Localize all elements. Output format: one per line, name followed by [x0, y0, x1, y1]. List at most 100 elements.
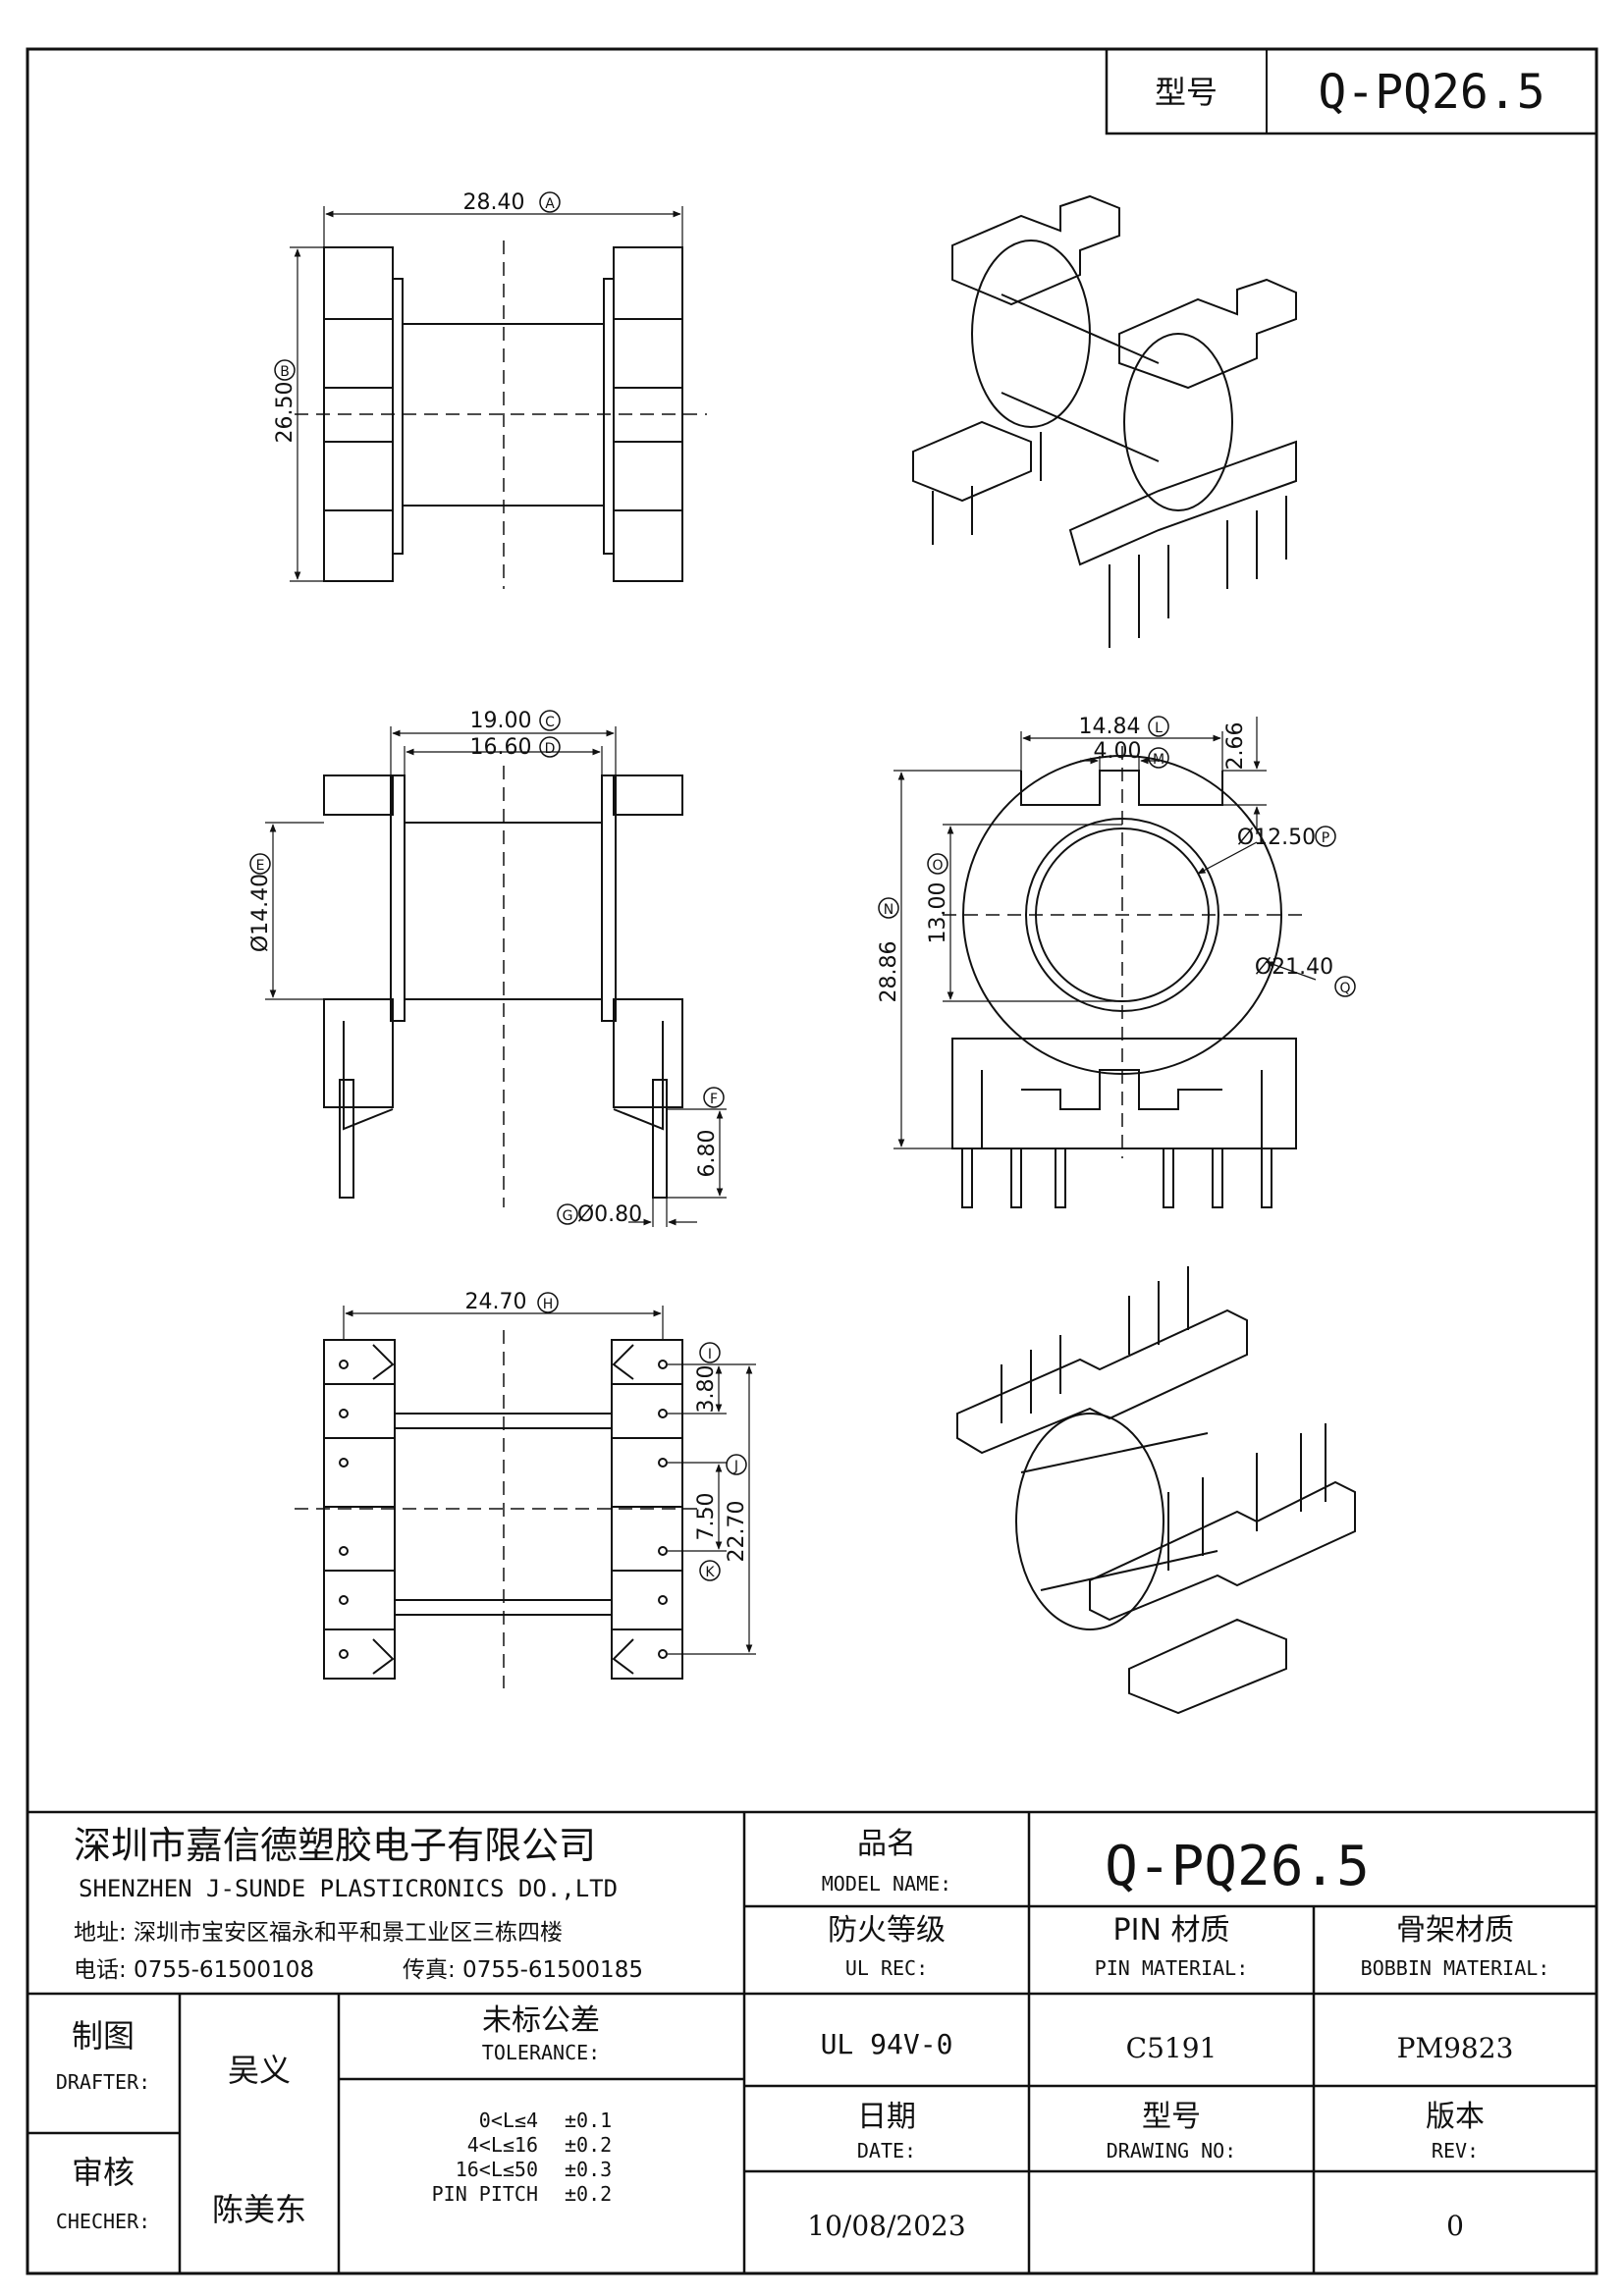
ul-value: UL 94V-0: [821, 2028, 953, 2060]
dim-bottom-width: 24.70: [465, 1290, 527, 1314]
svg-text:O: O: [932, 858, 943, 874]
svg-text:I: I: [708, 1347, 712, 1362]
tag-g: G: [557, 1203, 578, 1225]
company-name-en: SHENZHEN J-SUNDE PLASTICRONICS DO.,LTD: [79, 1875, 618, 1902]
model-name-value: Q-PQ26.5: [1105, 1835, 1370, 1898]
date-label-cn: 日期: [857, 2100, 916, 2134]
dim-side-outer: 19.00: [470, 709, 532, 733]
tolerance-range: 16<L≤50: [456, 2158, 538, 2181]
dim-front-tab-height: 2.66: [1223, 722, 1248, 771]
fire-rating-label-en: UL REC:: [845, 1956, 928, 1980]
tag-p: P: [1315, 826, 1336, 847]
tolerance-value: ±0.3: [565, 2158, 612, 2181]
model-name-label-en: MODEL NAME:: [822, 1872, 951, 1896]
tag-f: F: [703, 1087, 725, 1108]
dim-top-width: 28.40: [463, 190, 525, 215]
tolerance-table: 0<L≤4 ±0.1 4<L≤16 ±0.2 16<L≤50 ±0.3 PIN …: [432, 2109, 613, 2206]
dim-front-inner-dia: Ø12.50: [1237, 826, 1316, 850]
drafter-label-en: DRAFTER:: [56, 2070, 150, 2094]
tag-c: C: [539, 710, 561, 731]
header-model-box: 型号 Q-PQ26.5: [1105, 47, 1598, 135]
svg-text:P: P: [1322, 830, 1329, 846]
svg-text:D: D: [545, 741, 556, 757]
tolerance-value: ±0.2: [565, 2182, 612, 2206]
dim-pin-span: 22.70: [725, 1501, 749, 1563]
svg-text:F: F: [710, 1092, 718, 1107]
dim-front-tab: 4.00: [1094, 739, 1142, 764]
side-view: [265, 726, 727, 1227]
revision-value: 0: [1446, 2210, 1464, 2242]
svg-text:A: A: [545, 196, 555, 212]
dim-pin-diameter: Ø0.80: [577, 1202, 642, 1227]
dim-front-outer-dia: Ø21.40: [1255, 955, 1333, 980]
model-name-label-cn: 品名: [857, 1827, 916, 1861]
pin-material-value: C5191: [1126, 2032, 1218, 2064]
header-model-value: Q-PQ26.5: [1318, 65, 1544, 120]
drawing-no-label-en: DRAWING NO:: [1107, 2139, 1236, 2163]
tag-j: J: [726, 1454, 747, 1475]
front-view: [893, 717, 1317, 1208]
drafter-name: 吴义: [228, 2052, 291, 2089]
tag-b: B: [274, 359, 296, 381]
svg-text:K: K: [705, 1565, 715, 1580]
company-phone: 电话: 0755-61500108: [74, 1957, 314, 1983]
dim-front-top: 14.84: [1079, 715, 1141, 739]
tag-m: M: [1148, 747, 1169, 769]
dim-front-height: 28.86: [877, 941, 901, 1003]
pin-material-label-cn: PIN 材质: [1113, 1913, 1230, 1948]
svg-text:B: B: [280, 364, 290, 380]
title-block: [27, 1810, 1597, 2273]
bobbin-material-value: PM9823: [1397, 2032, 1514, 2064]
dim-front-core: 13.00: [926, 882, 950, 944]
svg-text:L: L: [1155, 721, 1163, 736]
company-address: 地址: 深圳市宝安区福永和平和景工业区三栋四楼: [74, 1920, 563, 1946]
header-model-label: 型号: [1155, 74, 1218, 111]
tolerance-label-en: TOLERANCE:: [482, 2041, 600, 2064]
tolerance-value: ±0.2: [565, 2133, 612, 2157]
tag-h: H: [537, 1292, 559, 1313]
svg-text:H: H: [543, 1297, 554, 1312]
svg-text:C: C: [545, 715, 555, 730]
svg-text:N: N: [884, 902, 893, 918]
dim-side-dia: Ø14.40: [248, 874, 273, 952]
company-name-cn: 深圳市嘉信德塑胶电子有限公司: [74, 1824, 596, 1867]
drawing-no-label-cn: 型号: [1142, 2100, 1201, 2134]
revision-label-cn: 版本: [1426, 2100, 1485, 2134]
date-value: 10/08/2023: [807, 2210, 965, 2242]
svg-text:Q: Q: [1339, 981, 1350, 996]
checker-label-en: CHECHER:: [56, 2210, 150, 2233]
dim-top-height: 26.50: [273, 382, 298, 444]
isometric-view-bottom: [956, 1266, 1356, 1715]
tolerance-range: 4<L≤16: [467, 2133, 538, 2157]
tag-e: E: [249, 853, 271, 875]
tag-q: Q: [1334, 976, 1356, 997]
bobbin-material-label-en: BOBBIN MATERIAL:: [1361, 1956, 1550, 1980]
tag-l: L: [1148, 716, 1169, 737]
tag-a: A: [539, 191, 561, 213]
top-view: [290, 206, 707, 589]
tag-d: D: [539, 736, 561, 758]
pin-material-label-en: PIN MATERIAL:: [1095, 1956, 1249, 1980]
tag-o: O: [927, 853, 948, 875]
checker-name: 陈美东: [212, 2191, 306, 2228]
svg-text:J: J: [733, 1459, 738, 1474]
company-fax: 传真: 0755-61500185: [403, 1957, 643, 1983]
date-label-en: DATE:: [857, 2139, 916, 2163]
svg-text:M: M: [1153, 752, 1164, 768]
dim-pin-length: 6.80: [695, 1130, 720, 1178]
drafter-label-cn: 制图: [72, 2017, 135, 2055]
tolerance-label-cn: 未标公差: [482, 2003, 600, 2038]
tag-k: K: [699, 1560, 721, 1581]
tag-i: I: [699, 1342, 721, 1363]
dim-pin-pitch-b: 7.50: [694, 1493, 719, 1541]
dim-pin-pitch-a: 3.80: [694, 1365, 719, 1414]
svg-text:E: E: [256, 858, 265, 874]
tolerance-range: 0<L≤4: [479, 2109, 538, 2132]
bottom-view: [295, 1306, 756, 1688]
fire-rating-label-cn: 防火等级: [828, 1913, 946, 1948]
bobbin-material-label-cn: 骨架材质: [1396, 1913, 1514, 1948]
tag-n: N: [878, 897, 899, 919]
svg-text:G: G: [563, 1208, 573, 1224]
sheet-border: [26, 47, 1598, 2275]
